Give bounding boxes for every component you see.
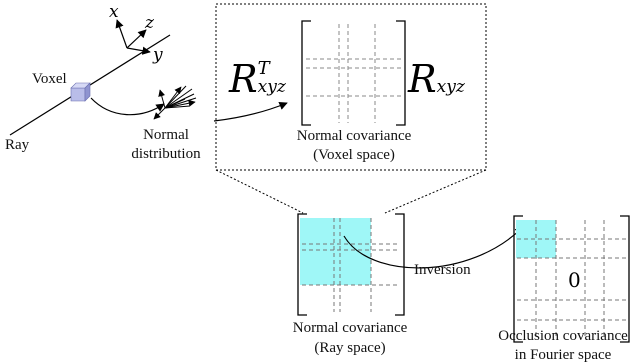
right-bracket [620,215,630,343]
y-axis-label: y [153,45,163,65]
voxel-space-matrix [301,20,406,126]
left-bracket [297,213,307,316]
occlusion-caption-line2: in Fourier space [514,347,612,363]
occlusion-caption-line1: Occlusion covariance [498,328,628,344]
normal-distribution-icon [153,85,197,120]
x-axis-arrow [115,19,128,49]
left-bracket [301,20,311,126]
zero-block-label: 0 [568,268,581,292]
zoom-line-left [215,169,304,214]
y-axis-arrow [126,46,151,55]
ray-matrix-caption-line2: (Ray space) [314,340,386,356]
matrix-grid [517,220,626,339]
inversion-arrow [343,226,524,269]
rotation-subscript: xyz [436,77,465,97]
rotation-transpose-sup: T [257,58,270,79]
ray-matrix-caption-line1: Normal covariance [292,320,408,336]
rotation-base: R [408,57,437,101]
z-axis-arrow [126,29,147,49]
inversion-label: Inversion [414,262,471,278]
ray-label: Ray [5,137,30,153]
voxel-to-normals-arrow [90,97,165,116]
voxel-label: Voxel [32,71,67,87]
fourier-highlight-block [516,220,556,258]
matrix-grid [302,218,400,312]
z-axis-label: z [145,13,154,33]
right-bracket [395,213,405,316]
ray-highlight-block [300,218,371,285]
rotation-subscript: xyz [257,77,286,97]
coordinate-axes [115,19,151,55]
zoom-line-right [384,169,487,214]
right-bracket [396,20,406,126]
normal-distribution-label-line2: distribution [131,146,201,162]
rotation-term: Rxyz [408,60,465,98]
normal-distribution-label-line1: Normal [143,127,189,143]
voxel-matrix-caption-line1: Normal covariance [296,128,412,144]
voxel-matrix-caption-line2: (Voxel space) [313,147,395,163]
voxel-cube-icon [70,82,91,102]
rotation-transpose-term: RTxyz [229,57,298,101]
rotation-base: R [229,57,258,101]
x-axis-label: x [109,2,119,22]
zoom-frame [215,3,487,171]
left-bracket [513,215,523,343]
fourier-space-matrix [513,215,630,343]
matrix-grid [306,24,401,123]
normals-to-matrix-arrow [213,101,288,122]
